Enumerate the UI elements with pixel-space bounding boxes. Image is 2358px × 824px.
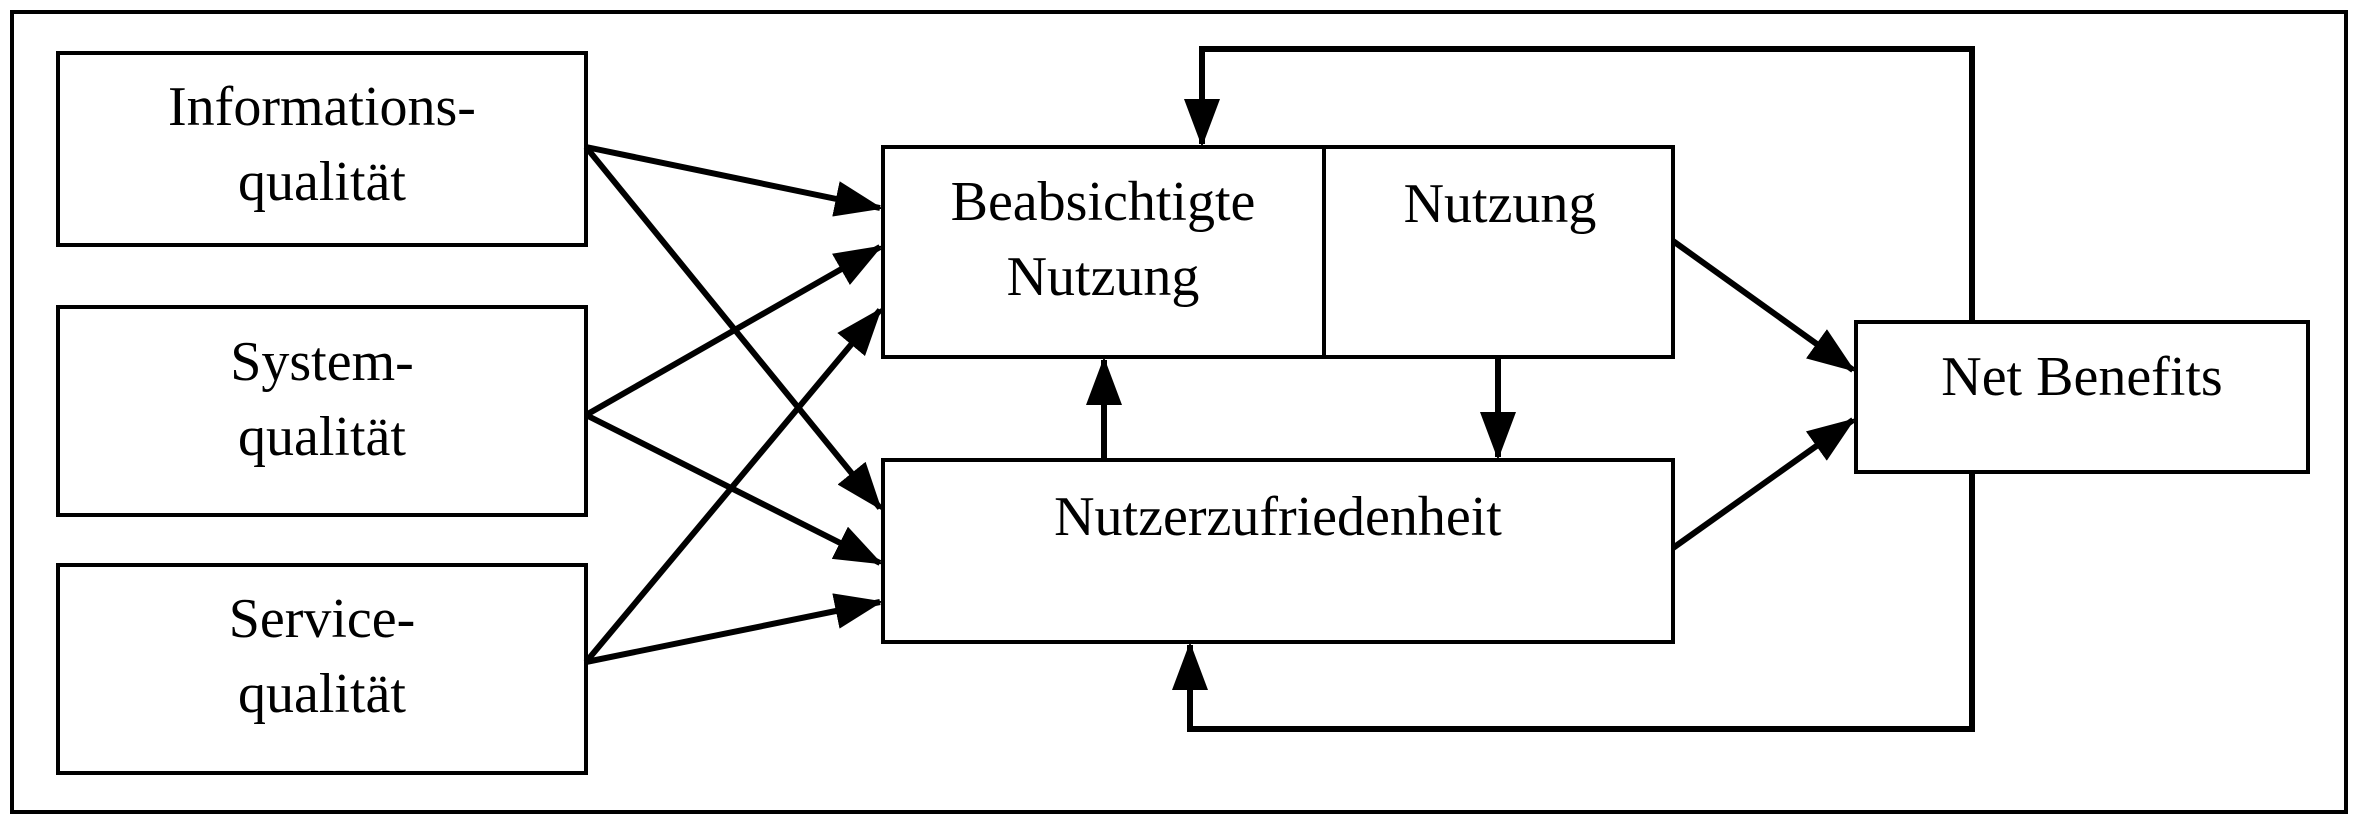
node-label-line: Informations- [168, 76, 476, 138]
node-label-line: qualität [238, 406, 406, 468]
node-servicequalitaet: Service- qualität [56, 563, 588, 775]
arrow-satisfaction-to-benefits [1671, 417, 1856, 551]
node-net-benefits: Net Benefits [1854, 320, 2310, 474]
node-label-line: qualität [238, 663, 406, 725]
node-informationsqualitaet: Informations- qualität [56, 51, 588, 247]
node-label-line: Service- [229, 588, 416, 650]
arrow-service-to-satisfaction [585, 593, 883, 665]
node-systemqualitaet: System- qualität [56, 305, 588, 517]
node-label-line: Nutzung [1007, 246, 1200, 308]
node-beabsichtigte-nutzung: Beabsichtigte Nutzung [881, 145, 1326, 359]
node-label: Net Benefits [1941, 346, 2222, 408]
node-label-line: Beabsichtigte [951, 171, 1256, 233]
arrow-service-to-intent [583, 307, 883, 664]
node-label: Nutzung [1404, 173, 1597, 235]
node-nutzung: Nutzung [1322, 145, 1675, 359]
node-label: Nutzerzufriedenheit [1054, 486, 1502, 548]
node-nutzerzufriedenheit: Nutzerzufriedenheit [881, 458, 1675, 644]
arrow-info-to-intent [585, 144, 883, 217]
node-label-line: System- [230, 331, 414, 393]
arrow-system-to-intent [584, 244, 883, 418]
feedback-benefits-to-satisfaction [1172, 472, 1975, 732]
arrow-info-to-satisfaction [583, 145, 883, 511]
node-label-line: qualität [238, 151, 406, 213]
feedback-benefits-to-intent [1184, 46, 1975, 322]
arrow-use-to-benefits [1671, 238, 1856, 373]
